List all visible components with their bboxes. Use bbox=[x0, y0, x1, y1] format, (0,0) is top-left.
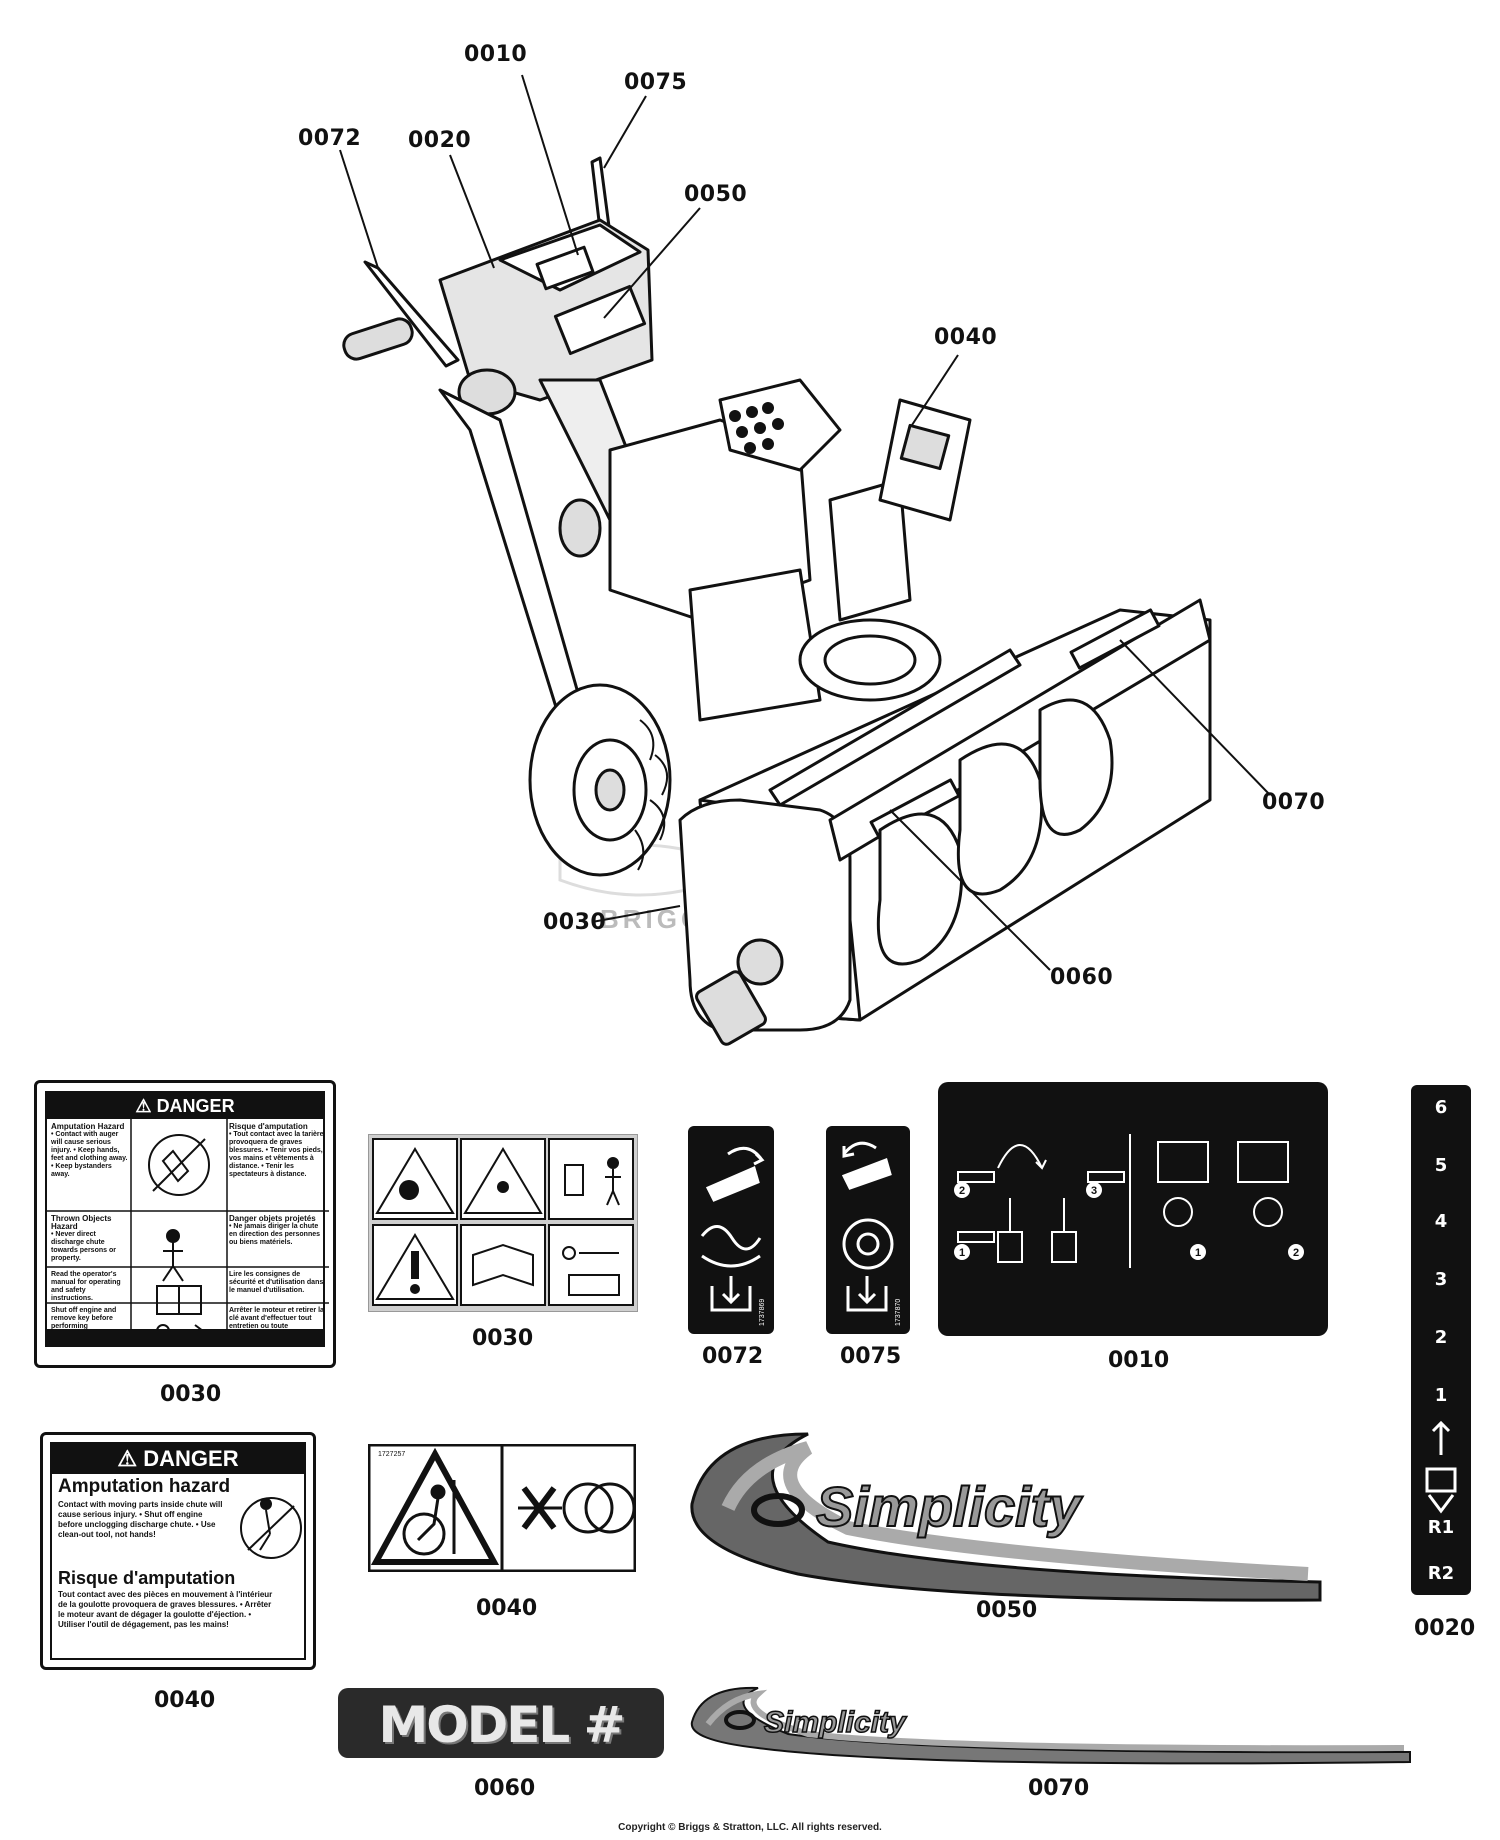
caption-0060: 0060 bbox=[474, 1776, 536, 1801]
decal-0075: 1737870 bbox=[826, 1126, 910, 1334]
decal-0020-strip: 6 5 4 3 2 1 R1 R2 bbox=[1411, 1085, 1471, 1595]
decal-0040-danger: ⚠ DANGER Amputation hazard Contact with … bbox=[40, 1432, 316, 1670]
warning-triangle-icon: ⚠ bbox=[135, 1096, 157, 1116]
speed-5: 5 bbox=[1434, 1155, 1448, 1176]
decal-0050-simplicity: Simplicity bbox=[690, 1432, 1322, 1602]
caption-0020: 0020 bbox=[1414, 1616, 1476, 1641]
decal-0010: 2 3 1 1 2 bbox=[938, 1082, 1328, 1336]
svg-text:1737870: 1737870 bbox=[895, 1299, 902, 1326]
callout-0060: 0060 bbox=[1050, 965, 1114, 990]
caption-0075: 0075 bbox=[840, 1344, 902, 1369]
svg-text:1737869: 1737869 bbox=[759, 1299, 766, 1326]
caption-0050: 0050 bbox=[976, 1598, 1038, 1623]
amp-text-fr: Tout contact avec des pièces en mouvemen… bbox=[58, 1590, 273, 1629]
caption-0040-b: 0040 bbox=[476, 1596, 538, 1621]
callout-0030: 0030 bbox=[543, 910, 607, 935]
callout-0050: 0050 bbox=[684, 182, 748, 207]
thrown-fr-title: Danger objets projetés bbox=[229, 1214, 316, 1223]
speed-1: 1 bbox=[1434, 1385, 1448, 1406]
decal-0070-simplicity: Simplicity bbox=[690, 1686, 1411, 1765]
danger-grid bbox=[47, 1119, 329, 1333]
thrown-fr-text: • Ne jamais diriger la chute en directio… bbox=[229, 1223, 321, 1246]
caption-0040-a: 0040 bbox=[154, 1688, 216, 1713]
brand-logo-text: Simplicity bbox=[816, 1475, 1083, 1538]
decal-0040-pictogram: 1727257 bbox=[368, 1444, 636, 1572]
decal-0030-danger: ⚠ DANGER Amputation Hazard• Contact with… bbox=[34, 1080, 336, 1368]
amp-en-text: • Contact with auger will cause serious … bbox=[51, 1131, 128, 1178]
read-fr: Lire les consignes de sécurité et d'util… bbox=[229, 1271, 324, 1294]
amp-title-en: Amputation hazard bbox=[58, 1476, 231, 1497]
danger-header: DANGER bbox=[156, 1096, 235, 1116]
speed-2: 2 bbox=[1434, 1327, 1448, 1348]
decal-0030-pictogram bbox=[368, 1134, 638, 1312]
forward-arrow-icon bbox=[1425, 1420, 1457, 1514]
speed-6: 6 bbox=[1434, 1097, 1448, 1118]
step-2b: 2 bbox=[1293, 1247, 1299, 1259]
thrown-en-title: Thrown Objects Hazard bbox=[51, 1214, 112, 1231]
step-1b: 1 bbox=[1195, 1247, 1201, 1259]
step-2: 2 bbox=[959, 1185, 965, 1197]
amp-en-title: Amputation Hazard bbox=[51, 1122, 125, 1131]
speed-4: 4 bbox=[1434, 1211, 1448, 1232]
chute-hazard-icon bbox=[240, 1497, 302, 1559]
model-text: MODEL # bbox=[378, 1696, 625, 1754]
copyright-footer: Copyright © Briggs & Stratton, LLC. All … bbox=[618, 1822, 882, 1833]
callout-0070: 0070 bbox=[1262, 790, 1326, 815]
caption-0030-b: 0030 bbox=[472, 1326, 534, 1351]
step-1a: 1 bbox=[959, 1247, 965, 1259]
speed-3: 3 bbox=[1434, 1269, 1448, 1290]
callout-0010: 0010 bbox=[464, 42, 528, 67]
caption-0072: 0072 bbox=[702, 1344, 764, 1369]
decal-0060-model: MODEL # bbox=[338, 1688, 664, 1758]
caption-0070: 0070 bbox=[1028, 1776, 1090, 1801]
control-diagram: 2 3 1 1 2 bbox=[954, 1134, 1304, 1268]
callout-0020: 0020 bbox=[408, 128, 472, 153]
speed-r1: R1 bbox=[1427, 1517, 1455, 1538]
callout-0072: 0072 bbox=[298, 126, 362, 151]
amp-title-fr: Risque d'amputation bbox=[58, 1568, 236, 1588]
svg-text:1727257: 1727257 bbox=[378, 1451, 405, 1458]
step-3: 3 bbox=[1091, 1185, 1097, 1197]
snowblower-illustration: BRIGGS & STRATTON bbox=[339, 74, 1271, 1046]
thrown-en-text: • Never direct discharge chute towards p… bbox=[51, 1231, 116, 1262]
amp-text-en: Contact with moving parts inside chute w… bbox=[58, 1500, 223, 1539]
warning-triangle-icon: ⚠ bbox=[117, 1446, 144, 1471]
brand-logo-text-small: Simplicity bbox=[764, 1706, 907, 1739]
danger-pictograms bbox=[148, 1134, 210, 1338]
callout-0040: 0040 bbox=[934, 325, 998, 350]
caption-0030-a: 0030 bbox=[160, 1382, 222, 1407]
speed-r2: R2 bbox=[1427, 1563, 1455, 1584]
danger-header-2: DANGER bbox=[143, 1446, 239, 1471]
read-en: Read the operator's manual for operating… bbox=[51, 1271, 121, 1302]
decal-0072: 1737869 bbox=[688, 1126, 774, 1334]
callout-0075: 0075 bbox=[624, 70, 688, 95]
caption-0010: 0010 bbox=[1108, 1348, 1170, 1373]
amp-fr-text: • Tout contact avec la tarière provoquer… bbox=[229, 1131, 324, 1178]
safety-icons bbox=[372, 1138, 634, 1306]
amp-fr-title: Risque d'amputation bbox=[229, 1122, 308, 1131]
